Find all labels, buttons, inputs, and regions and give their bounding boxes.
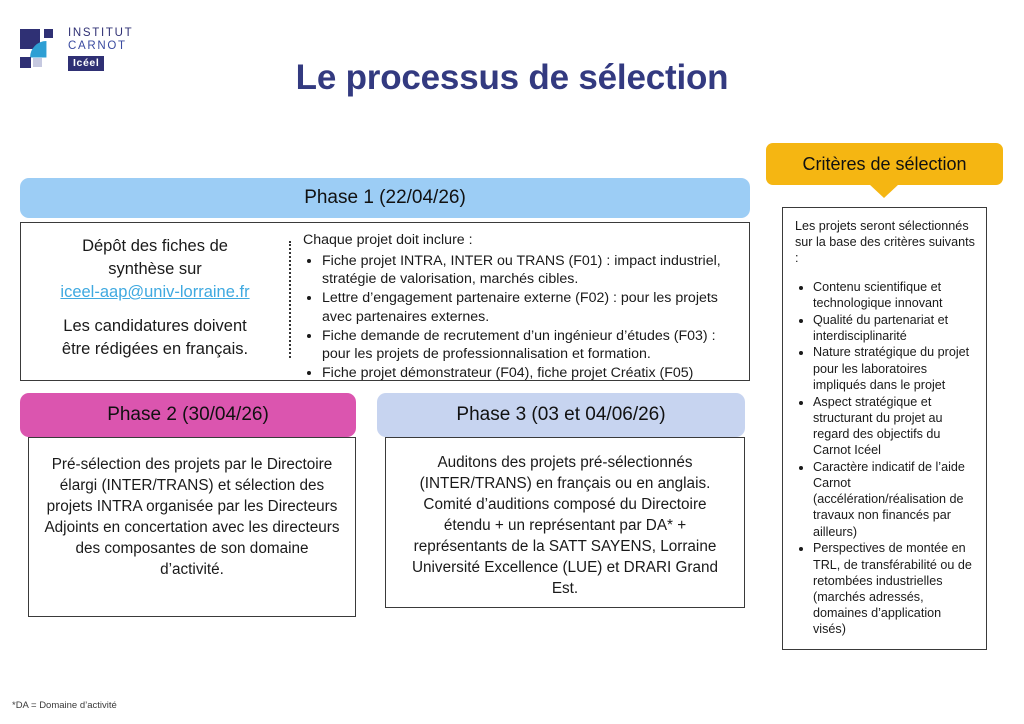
list-item: Aspect stratégique et structurant du pro…: [813, 394, 976, 459]
phase-1-body: Dépôt des fiches de synthèse sur iceel-a…: [20, 222, 750, 381]
phase-1-requirements-block: Chaque projet doit inclure : Fiche proje…: [291, 223, 749, 383]
logo-word-carnot: CARNOT: [68, 40, 127, 52]
list-item: Contenu scientifique et technologique in…: [813, 279, 976, 311]
page-title: Le processus de sélection: [295, 58, 729, 97]
list-item: Qualité du partenariat et interdisciplin…: [813, 312, 976, 344]
criteria-header-label: Critères de sélection: [802, 153, 967, 174]
criteria-body: Les projets seront sélectionnés sur la b…: [782, 207, 987, 650]
phase-1-requirements-list: Fiche projet INTRA, INTER ou TRANS (F01)…: [303, 252, 739, 383]
list-item: Fiche projet démonstrateur (F04), fiche …: [322, 364, 739, 383]
phase-2-header-label: Phase 2 (30/04/26): [107, 404, 269, 425]
criteria-header: Critères de sélection: [766, 143, 1003, 185]
list-item: Fiche projet INTRA, INTER ou TRANS (F01)…: [322, 252, 739, 289]
phase-1-submission-block: Dépôt des fiches de synthèse sur iceel-a…: [21, 223, 289, 380]
footnote: *DA = Domaine d’activité: [12, 700, 117, 711]
phase-2-header: Phase 2 (30/04/26): [20, 393, 356, 437]
list-item: Lettre d’engagement partenaire externe (…: [322, 289, 739, 326]
phase-1-header-label: Phase 1 (22/04/26): [304, 187, 466, 208]
list-item: Nature stratégique du projet pour les la…: [813, 344, 976, 393]
carnot-logo-mark-icon: [20, 29, 58, 71]
phase-2-body: Pré-sélection des projets par le Directo…: [28, 437, 356, 617]
phase-1-left-line-4: être rédigées en français.: [61, 340, 249, 358]
criteria-intro: Les projets seront sélectionnés sur la b…: [795, 219, 975, 266]
phase-1-left-line-3: Les candidatures doivent: [63, 317, 247, 335]
spacer: [29, 304, 281, 315]
submission-email-link[interactable]: iceel-aap@univ-lorraine.fr: [60, 283, 250, 301]
logo-badge-iceel: Icéel: [68, 56, 105, 71]
phase-1-header: Phase 1 (22/04/26): [20, 178, 750, 218]
phase-1-vertical-dotted-divider: [289, 241, 291, 358]
phase-1-left-line-1: Dépôt des fiches de: [82, 237, 228, 255]
list-item: Perspectives de montée en TRL, de transf…: [813, 540, 976, 637]
criteria-header-arrow-icon: [869, 184, 899, 198]
criteria-list: Contenu scientifique et technologique in…: [795, 279, 976, 638]
phase-2-body-text: Pré-sélection des projets par le Directo…: [44, 456, 340, 578]
phase-3-header: Phase 3 (03 et 04/06/26): [377, 393, 745, 437]
phase-3-body: Auditons des projets pré-sélectionnés (I…: [385, 437, 745, 608]
phase-1-requirements-intro: Chaque projet doit inclure :: [303, 232, 473, 248]
institut-carnot-iceel-logo: INSTITUT CARNOT Icéel: [20, 27, 150, 73]
list-item: Caractère indicatif de l’aide Carnot (ac…: [813, 459, 976, 540]
phase-1-left-line-2: synthèse sur: [108, 260, 202, 278]
logo-word-institut: INSTITUT: [68, 27, 134, 39]
phase-3-body-text-part-1: Auditons des projets pré-sélectionnés (I…: [419, 454, 711, 492]
phase-3-body-text-part-2: Comité d’auditions composé du Directoire…: [411, 496, 719, 597]
phase-3-header-label: Phase 3 (03 et 04/06/26): [456, 404, 666, 425]
logo-wordmark: INSTITUT CARNOT Icéel: [68, 27, 150, 73]
list-item: Fiche demande de recrutement d’un ingéni…: [322, 327, 739, 364]
